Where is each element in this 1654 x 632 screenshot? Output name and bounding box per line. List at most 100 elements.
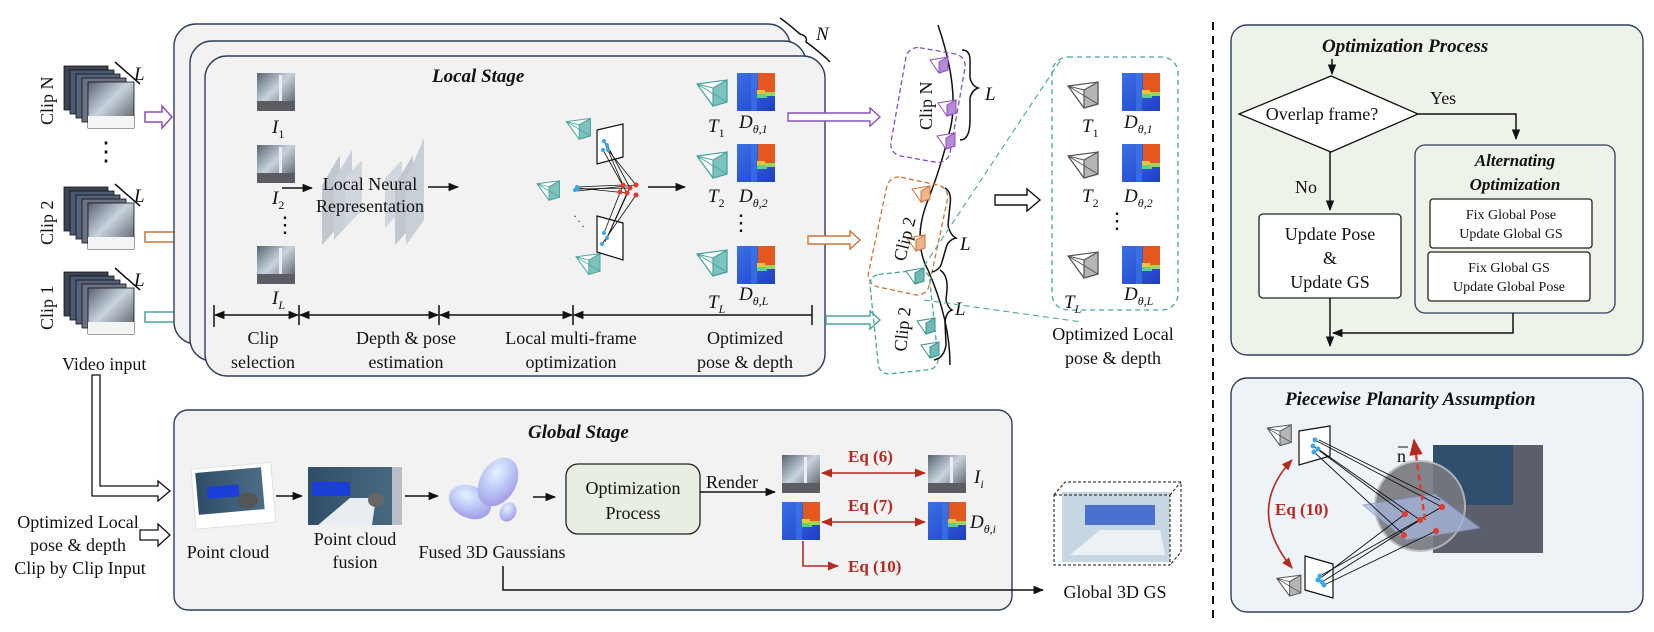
frame-2: I2 (257, 145, 295, 212)
eq6-label: Eq (6) (848, 447, 893, 466)
local-plane (1361, 493, 1482, 541)
fix-gs-update-pose-step (1427, 251, 1591, 302)
fused-gaussians-label: Fused 3D Gaussians (419, 542, 566, 562)
svg-text:T2: T2 (1082, 186, 1099, 210)
step-1-line1: Clip (247, 328, 278, 348)
svg-text:·: · (577, 214, 581, 228)
gt-depth (928, 502, 966, 540)
video-input: Clip N L ⋮ Clip 2 L Clip 1 L Video input (37, 61, 214, 374)
frame-1: I1 (257, 73, 295, 141)
svg-text:Update Global GS: Update Global GS (1459, 227, 1562, 242)
no-label: No (1295, 177, 1317, 197)
local-neural-representation (322, 138, 424, 245)
normal-vector (1409, 438, 1427, 521)
trajectory: Clip N L Clip 2 L Clip 2 L (787, 24, 1083, 375)
clip-n-output-arrow (787, 106, 882, 128)
yes-arrow (1418, 113, 1521, 141)
local-stage: N Local Stage I1 I2 ⋮ IL Local Neural Re… (173, 17, 831, 377)
svg-text:⋮: ⋮ (1106, 208, 1128, 233)
clip-1-region (869, 269, 939, 375)
svg-text:Update GS: Update GS (1290, 272, 1370, 292)
local-stage-title: Local Stage (431, 66, 525, 87)
optimized-local-caption-line1: Optimized Local (1052, 324, 1173, 344)
clip-n-region (890, 46, 966, 164)
optimized-local-caption-line2: pose & depth (1065, 348, 1161, 368)
gt-image (928, 455, 966, 493)
eq10-label: Eq (10) (848, 557, 901, 576)
opt-panel-title: Optimization Process (1322, 36, 1488, 57)
eq10-arrow (802, 541, 840, 571)
clips-ellipsis: ⋮ (93, 137, 119, 166)
fusion-label-line1: Point cloud (314, 529, 397, 549)
normal-label: n (1397, 446, 1406, 466)
clip-n-length: L (133, 64, 145, 85)
n-brace (779, 17, 831, 63)
point-cloud-fusion-image (308, 467, 402, 525)
point-cloud-label: Point cloud (187, 542, 270, 562)
outputs-ellipsis: ⋮ (730, 210, 752, 235)
eq7-label: Eq (7) (848, 496, 893, 515)
global-stage: Optimized Local pose & depth Clip by Cli… (14, 374, 1045, 611)
optimized-local-output: T1 Dθ,1 T2 Dθ,2 ⋮ TL Dθ,L Optimized Loca… (1051, 56, 1179, 368)
step-timeline (213, 305, 813, 327)
svg-text:Dθ,i: Dθ,i (969, 512, 996, 536)
svg-text:Dθ,L: Dθ,L (738, 284, 769, 308)
local-stage-panel-front (204, 55, 826, 377)
local-output-l: TL Dθ,L (696, 246, 775, 316)
svg-text:Optimization: Optimization (586, 478, 681, 498)
svg-text:Alternating: Alternating (1474, 151, 1556, 170)
clip-1-length: L (133, 270, 145, 291)
clip-n-stack: Clip N L (37, 61, 174, 130)
svg-text:T1: T1 (1082, 116, 1099, 140)
optimized-local-region (1051, 56, 1179, 311)
clip-1-label: Clip 1 (37, 285, 57, 330)
video-input-caption: Video input (62, 354, 146, 374)
planarity-eq-label: Eq (10) (1275, 500, 1328, 519)
local-output-2: T2 Dθ,2 (696, 144, 775, 210)
svg-text:Dθ,1: Dθ,1 (1123, 112, 1153, 136)
svg-text:·: · (581, 219, 585, 233)
decision-label: Overlap frame? (1266, 104, 1378, 124)
svg-text:Process: Process (606, 503, 661, 523)
local-output-to-global-arrow (139, 522, 171, 548)
svg-text:I1: I1 (271, 117, 284, 141)
step-4-line2: pose & depth (697, 352, 793, 372)
clip-2-output-arrow (807, 229, 862, 251)
video-input-to-global-arrow (91, 374, 172, 503)
svg-text:Optimization: Optimization (1470, 175, 1561, 194)
global-3dgs-label: Global 3D GS (1064, 582, 1167, 602)
svg-text:Update Pose: Update Pose (1285, 224, 1375, 244)
global-input-caption-line3: Clip by Clip Input (14, 558, 146, 578)
point-cloud-image (190, 461, 277, 530)
clip-n-arrow (144, 104, 174, 130)
trajectory-clip-1-label: Clip 2 (890, 306, 915, 352)
step-4-line1: Optimized (707, 328, 783, 348)
optimized-output-1: T1 Dθ,1 (1067, 73, 1160, 140)
clip-2-region (867, 176, 949, 296)
rendered-depth (782, 502, 820, 540)
fix-pose-update-gs-step (1429, 198, 1593, 249)
svg-text:Fix Global GS: Fix Global GS (1468, 261, 1550, 276)
svg-text:Update Global Pose: Update Global Pose (1453, 280, 1565, 295)
svg-text:T2: T2 (708, 186, 725, 210)
svg-text:IL: IL (271, 288, 285, 312)
optimization-process-panel: Optimization Process Overlap frame? Yes … (1230, 24, 1644, 356)
svg-text:TL: TL (708, 292, 726, 316)
step-2-line2: estimation (369, 352, 444, 372)
optimization-process-box[interactable] (565, 463, 701, 535)
multi-frame-optimization: · · · (536, 117, 639, 275)
local-output-1: T1 Dθ,1 (696, 73, 775, 140)
svg-text:·: · (573, 209, 577, 223)
svg-text:&: & (1323, 248, 1337, 268)
svg-text:Dθ,L: Dθ,L (1123, 284, 1154, 308)
trajectory-clip-n-label: Clip N (916, 81, 936, 130)
network-label-line1: Local Neural (323, 174, 417, 194)
global-3dgs-output: Global 3D GS (1053, 481, 1182, 602)
zoom-arrow (994, 187, 1042, 213)
step-1-line2: selection (231, 352, 295, 372)
svg-text:T1: T1 (708, 116, 725, 140)
global-stage-title: Global Stage (528, 422, 629, 443)
rendered-image (782, 455, 820, 493)
fused-gaussians-icon (448, 457, 519, 522)
clip-2-length: L (133, 186, 145, 207)
